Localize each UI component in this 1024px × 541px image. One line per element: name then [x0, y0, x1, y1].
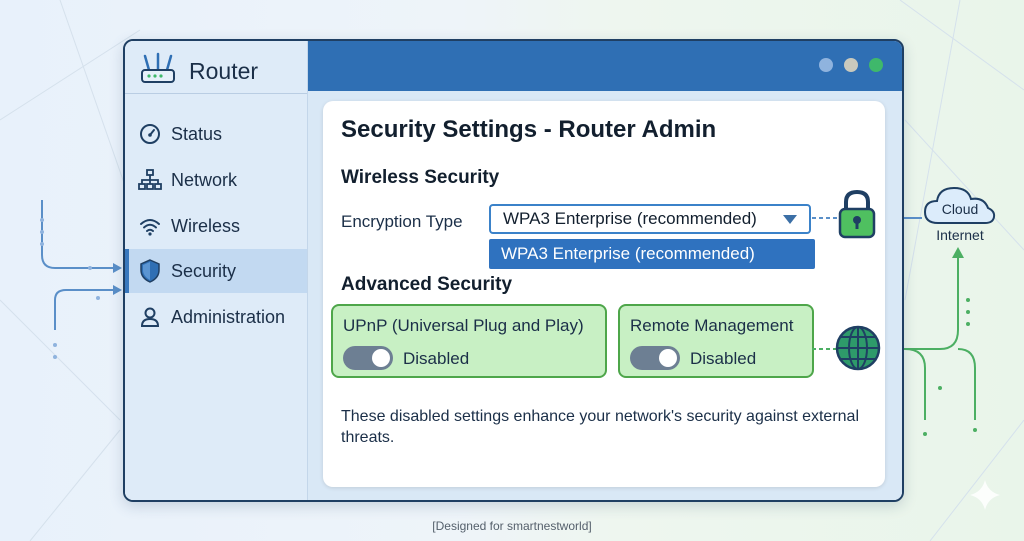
- lock-icon: [836, 188, 878, 245]
- window-dot-blue[interactable]: [819, 58, 833, 72]
- sidebar-item-wireless[interactable]: Wireless: [125, 204, 307, 248]
- brand: Router: [139, 51, 258, 91]
- gauge-icon: [137, 121, 163, 147]
- sidebar-item-label: Wireless: [171, 215, 241, 236]
- sidebar-item-network[interactable]: Network: [125, 158, 307, 202]
- sidebar-item-security[interactable]: Security: [125, 249, 307, 293]
- remote-management-label: Remote Management: [630, 316, 794, 335]
- security-note: These disabled settings enhance your net…: [341, 408, 860, 446]
- toggle-knob: [372, 349, 390, 367]
- upnp-label: UPnP (Universal Plug and Play): [343, 316, 584, 335]
- sidebar-item-status[interactable]: Status: [125, 112, 307, 156]
- title-bar: [308, 41, 902, 91]
- upnp-toggle[interactable]: [343, 346, 393, 370]
- globe-connector: [812, 348, 838, 350]
- remote-management-setting-card: Remote Management Disabled: [618, 304, 814, 378]
- advanced-security-heading: Advanced Security: [341, 274, 513, 295]
- internet-label: Internet: [936, 227, 984, 243]
- remote-management-toggle[interactable]: [630, 346, 680, 370]
- chevron-down-icon: [783, 214, 797, 224]
- sidebar: Router Status Network Wireless Securit: [125, 41, 308, 500]
- encryption-type-select[interactable]: WPA3 Enterprise (recommended): [489, 204, 811, 234]
- app-title: Router: [189, 57, 259, 84]
- toggle-knob: [659, 349, 677, 367]
- encryption-option-wpa3[interactable]: WPA3 Enterprise (recommended): [489, 239, 815, 269]
- sidebar-divider: [125, 93, 307, 94]
- shield-icon: [137, 258, 163, 284]
- remote-management-state: Disabled: [690, 349, 757, 368]
- settings-card: Security Settings - Router Admin Wireles…: [323, 101, 885, 487]
- sidebar-item-label: Administration: [171, 306, 286, 327]
- router-icon: [139, 52, 177, 91]
- wifi-icon: [137, 213, 163, 239]
- encryption-selected-value: WPA3 Enterprise (recommended): [503, 209, 757, 228]
- cloud-label: Cloud: [941, 201, 979, 217]
- window-dot-green[interactable]: [869, 58, 883, 72]
- page-title: Security Settings - Router Admin: [341, 116, 717, 143]
- content-area: Security Settings - Router Admin Wireles…: [308, 91, 902, 500]
- window-dot-gray[interactable]: [844, 58, 858, 72]
- lock-connector: [812, 217, 840, 219]
- upnp-setting-card: UPnP (Universal Plug and Play) Disabled: [331, 304, 607, 378]
- router-admin-window: Router Status Network Wireless Securit: [123, 39, 904, 502]
- cloud-icon: [922, 181, 998, 232]
- sidebar-item-label: Security: [171, 260, 237, 281]
- footer-credit: [Designed for smartnestworld]: [432, 519, 592, 533]
- sidebar-item-label: Network: [171, 169, 238, 190]
- upnp-state: Disabled: [403, 349, 470, 368]
- sidebar-item-administration[interactable]: Administration: [125, 295, 307, 339]
- wireless-security-heading: Wireless Security: [341, 167, 500, 188]
- encryption-type-label: Encryption Type: [341, 212, 463, 231]
- user-icon: [137, 304, 163, 330]
- network-tree-icon: [137, 167, 163, 193]
- sidebar-item-label: Status: [171, 123, 223, 144]
- globe-icon: [834, 324, 882, 377]
